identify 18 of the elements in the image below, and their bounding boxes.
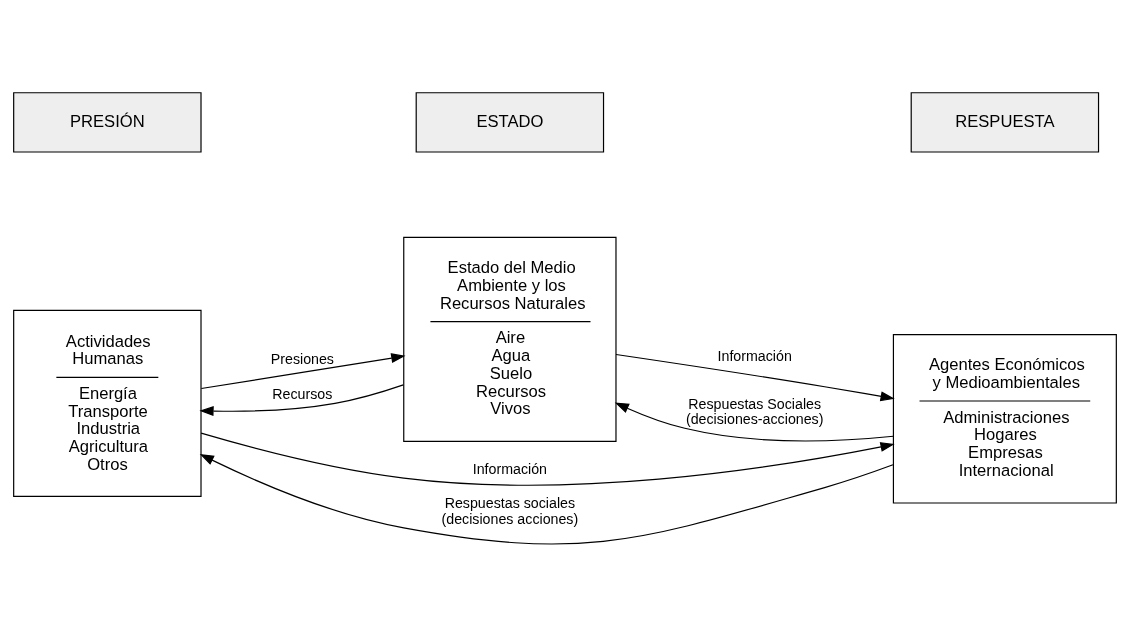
arrow <box>200 353 406 390</box>
arrow <box>199 384 404 417</box>
arrow <box>200 432 895 486</box>
arrow <box>614 402 894 442</box>
arrow <box>199 454 894 545</box>
node-box: RESPUESTA <box>910 92 1100 153</box>
node-box: PRESIÓN <box>13 92 202 153</box>
node-box: Actividades Humanas Energía Transporte Industria Agricultura Otros <box>13 309 202 498</box>
edge-label: Información <box>717 348 792 365</box>
edge-label: Respuestas sociales (decisiones acciones) <box>441 495 579 527</box>
node-box: ESTADO <box>415 92 605 153</box>
edge-label: Respuestas Sociales (decisiones-acciones) <box>685 395 824 428</box>
edge-label: Información <box>472 461 548 478</box>
arrow <box>615 353 895 402</box>
edge-label: Presiones <box>270 350 334 367</box>
node-box: Agentes Económicos y Medioambientales Administraciones Hogares Empresas Internacional <box>892 334 1117 504</box>
edge-label: Recursos <box>272 386 333 403</box>
node-box: Estado del Medio Ambiente y los Recursos Naturales Aire Agua Suelo Recursos Vivos <box>403 236 617 442</box>
